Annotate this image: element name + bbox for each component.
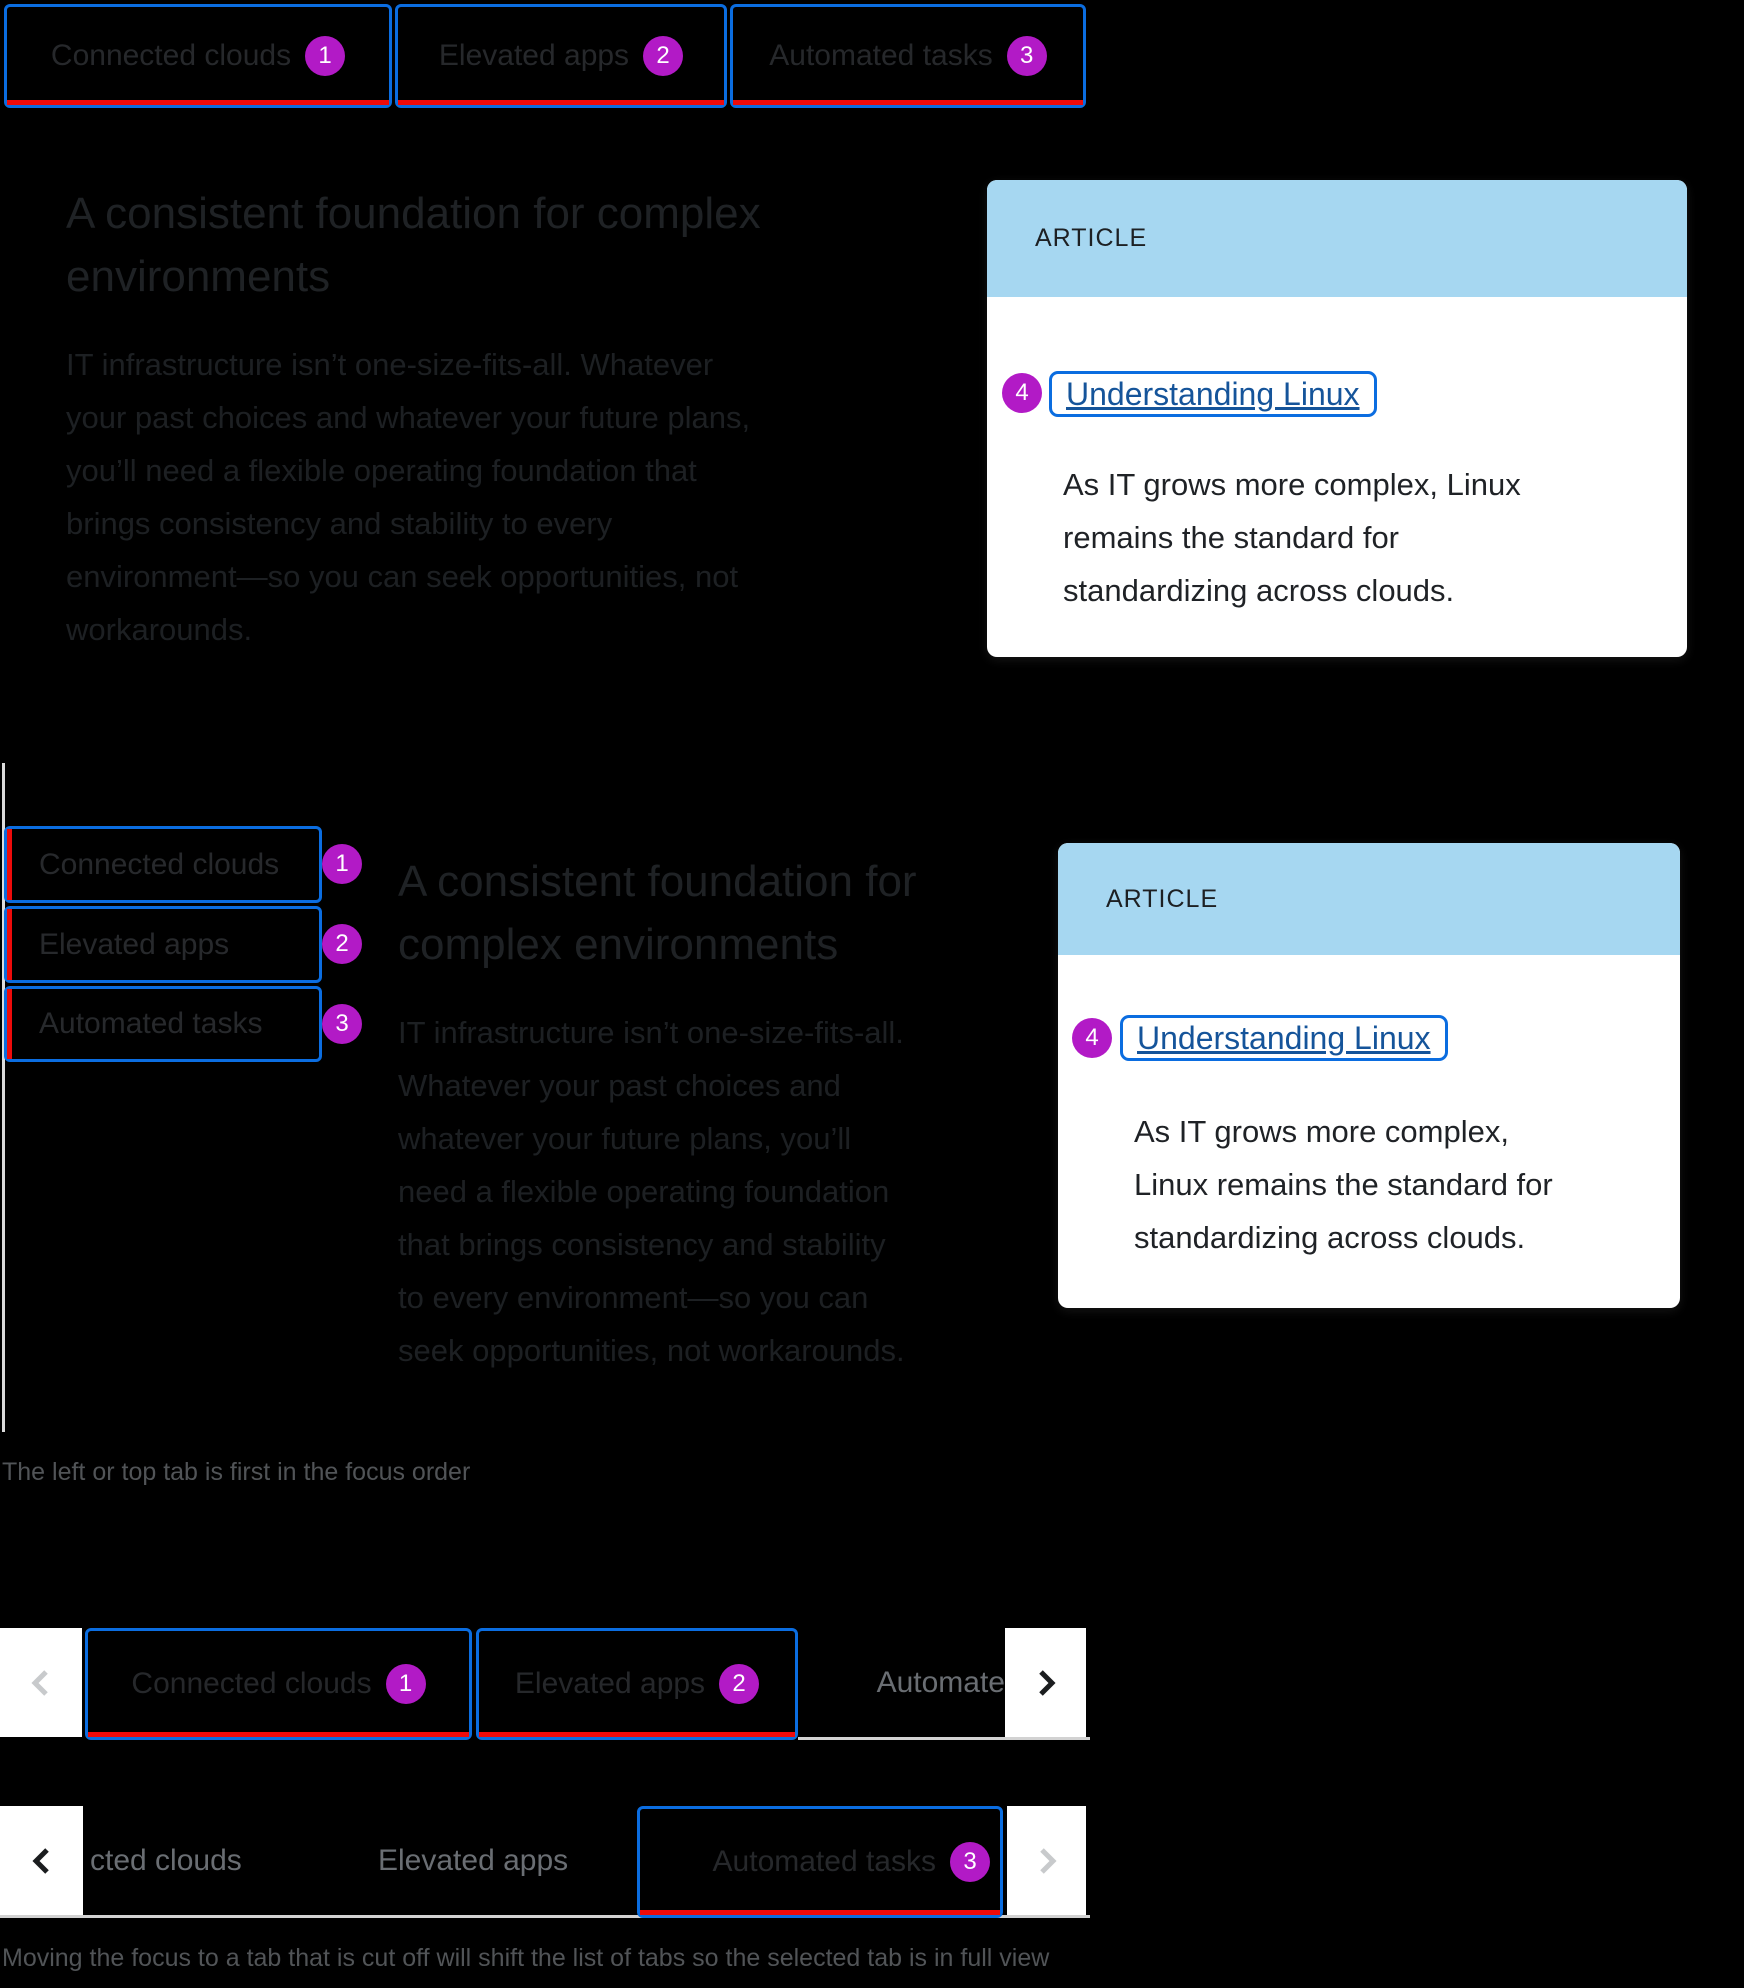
scroll-right-button[interactable] bbox=[1005, 1628, 1086, 1737]
page-title: A consistent foundation for complex envi… bbox=[66, 189, 761, 301]
article-card: ARTICLE 4 Understanding Linux As IT grow… bbox=[987, 180, 1687, 657]
focus-order-badge: 1 bbox=[385, 1664, 426, 1704]
tab-list-border bbox=[0, 1915, 1090, 1918]
active-tab-indicator bbox=[7, 829, 12, 900]
active-tab-indicator bbox=[7, 100, 389, 105]
article-eyebrow: ARTICLE bbox=[1058, 843, 1680, 955]
tab-label: Elevated apps bbox=[438, 39, 630, 72]
page-title: A consistent foundation for complex envi… bbox=[398, 857, 917, 969]
tab-connected-clouds-clipped[interactable]: cted clouds bbox=[90, 1843, 242, 1877]
tab-list-border bbox=[2, 763, 5, 1432]
focus-order-badge: 3 bbox=[322, 1004, 362, 1044]
tab-label: Automated tasks bbox=[769, 39, 993, 72]
tab-connected-clouds[interactable]: Connected clouds 1 bbox=[85, 1628, 472, 1740]
example-caption: Moving the focus to a tab that is cut of… bbox=[2, 1944, 1050, 1972]
link-focus-ring: Understanding Linux bbox=[1120, 1015, 1448, 1061]
focus-order-badge: 1 bbox=[305, 36, 346, 76]
angle-right-icon bbox=[1030, 1842, 1064, 1880]
tab-automated-tasks[interactable]: Automated tasks bbox=[4, 986, 322, 1062]
focus-order-badge: 4 bbox=[1072, 1018, 1112, 1058]
example-caption: The left or top tab is first in the focu… bbox=[2, 1458, 471, 1486]
hero-paragraph: IT infrastructure isn’t one-size-fits-al… bbox=[398, 1015, 905, 1368]
tab-automated-tasks-clipped[interactable]: Automate bbox=[876, 1665, 1005, 1699]
article-description: As IT grows more complex, Linux remains … bbox=[1063, 467, 1521, 608]
tab-label: Automated tasks bbox=[39, 1007, 263, 1040]
article-description: As IT grows more complex, Linux remains … bbox=[1134, 1114, 1553, 1255]
tab-automated-tasks[interactable]: Automated tasks 3 bbox=[730, 4, 1086, 108]
tab-elevated-apps[interactable]: Elevated apps bbox=[378, 1843, 569, 1877]
angle-left-icon bbox=[25, 1842, 59, 1880]
tab-connected-clouds[interactable]: Connected clouds 1 bbox=[4, 4, 392, 108]
focus-order-badge: 2 bbox=[719, 1664, 760, 1704]
tab-elevated-apps[interactable]: Elevated apps 2 bbox=[395, 4, 727, 108]
hero-paragraph: IT infrastructure isn’t one-size-fits-al… bbox=[66, 347, 751, 647]
focus-order-badge: 4 bbox=[1002, 373, 1042, 413]
tab-label: Connected clouds bbox=[50, 39, 292, 72]
tab-label: Elevated apps bbox=[39, 927, 230, 961]
tab-connected-clouds[interactable]: Connected clouds bbox=[4, 826, 322, 903]
link-focus-ring: Understanding Linux bbox=[1049, 371, 1377, 417]
angle-right-icon bbox=[1029, 1664, 1063, 1702]
tab-label: Connected clouds bbox=[39, 847, 280, 881]
tab-list-border bbox=[798, 1737, 1090, 1740]
focus-order-badge: 1 bbox=[322, 844, 362, 884]
active-tab-indicator bbox=[479, 1732, 795, 1737]
scroll-right-button bbox=[1007, 1806, 1086, 1915]
scroll-left-button bbox=[0, 1628, 82, 1737]
article-link[interactable]: Understanding Linux bbox=[1066, 375, 1360, 412]
active-tab-indicator bbox=[640, 1910, 1000, 1915]
focus-order-badge: 2 bbox=[322, 924, 362, 964]
active-tab-indicator bbox=[7, 989, 12, 1059]
focus-order-badge: 3 bbox=[950, 1842, 990, 1882]
focus-order-badge: 2 bbox=[643, 36, 684, 76]
article-eyebrow: ARTICLE bbox=[987, 180, 1687, 297]
scroll-left-button[interactable] bbox=[0, 1806, 83, 1915]
tab-automated-tasks[interactable]: Automated tasks 3 bbox=[637, 1806, 1003, 1918]
focus-order-badge: 3 bbox=[1006, 36, 1047, 76]
active-tab-indicator bbox=[398, 100, 724, 105]
tab-elevated-apps[interactable]: Elevated apps 2 bbox=[476, 1628, 798, 1740]
tab-label: Connected clouds bbox=[131, 1667, 372, 1700]
tab-elevated-apps[interactable]: Elevated apps bbox=[4, 906, 322, 983]
active-tab-indicator bbox=[88, 1732, 469, 1737]
article-link[interactable]: Understanding Linux bbox=[1137, 1019, 1431, 1056]
article-card: ARTICLE 4 Understanding Linux As IT grow… bbox=[1058, 843, 1680, 1308]
active-tab-indicator bbox=[733, 100, 1083, 105]
tab-label: Elevated apps bbox=[514, 1667, 706, 1700]
angle-left-icon bbox=[24, 1664, 58, 1702]
tab-label: Automated tasks bbox=[712, 1845, 936, 1878]
active-tab-indicator bbox=[7, 909, 12, 980]
